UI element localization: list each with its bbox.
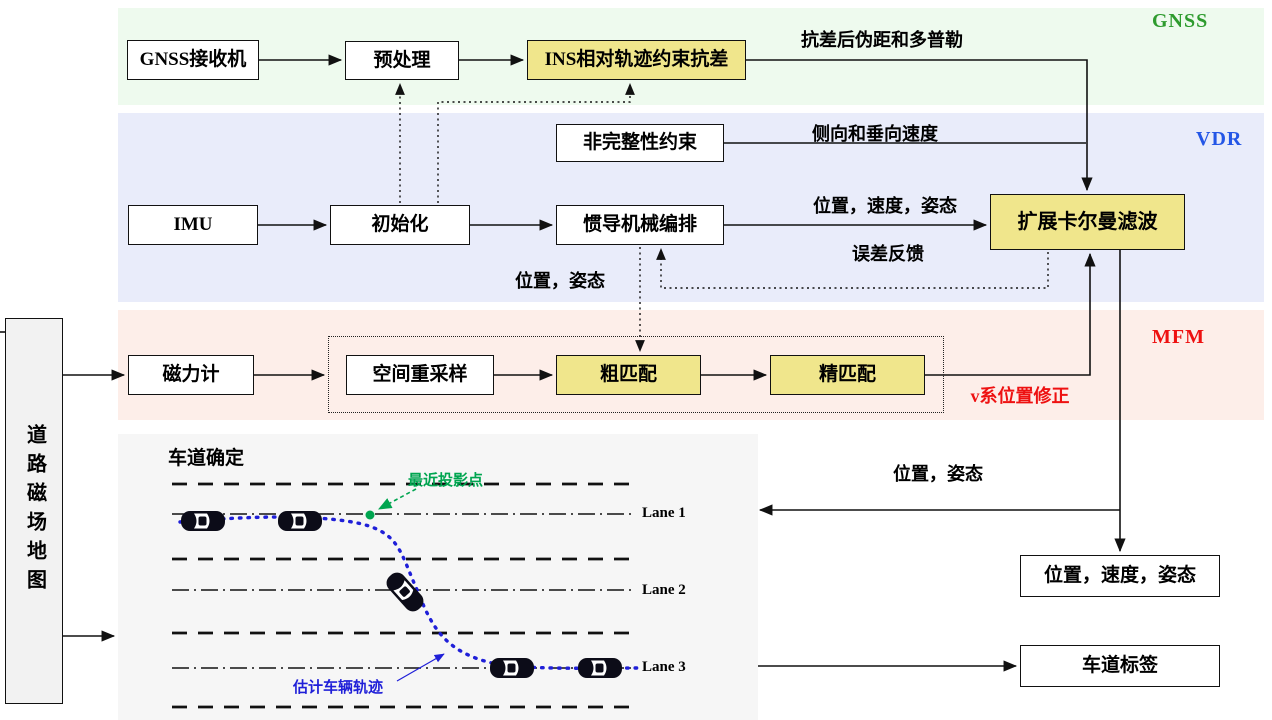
- label-pos-att-matching: 位置，姿态: [515, 271, 605, 291]
- ekf-box: 扩展卡尔曼滤波: [990, 194, 1185, 250]
- lane-determination-title: 车道确定: [168, 448, 245, 469]
- spatial-resampling-box: 空间重采样: [346, 355, 494, 395]
- initialization-box: 初始化: [330, 205, 470, 245]
- trajectory-label: 估计车辆轨迹: [293, 680, 384, 696]
- lane-3-label: Lane 3: [642, 659, 686, 675]
- dotted-ekf-error-feedback: [656, 248, 1049, 289]
- gnss-receiver-box: GNSS接收机: [127, 40, 259, 80]
- lane-1-label: Lane 1: [642, 505, 686, 521]
- nearest-projection-point: [365, 510, 375, 520]
- imu-box: IMU: [128, 205, 258, 245]
- label-v-pos-correction: v系位置修正: [970, 386, 1070, 406]
- matching-pipeline-container: [328, 336, 944, 413]
- label-error-feedback: 误差反馈: [852, 244, 924, 264]
- nonholonomic-constraint-box: 非完整性约束: [556, 124, 724, 162]
- arrow-insrobust-to-ekf: [746, 59, 1093, 192]
- label-pva-edge: 位置，速度，姿态: [813, 196, 957, 216]
- label-pos-att-lane: 位置，姿态: [893, 464, 983, 484]
- projection-pointer-arrow: [378, 488, 417, 510]
- gnss-section-label: GNSS: [1152, 10, 1209, 32]
- fine-matching-box: 精匹配: [770, 355, 925, 395]
- vehicle-icons: [181, 511, 622, 678]
- ins-robust-constraint-box: INS相对轨迹约束抗差: [527, 40, 746, 80]
- arrow-finematch-to-ekf: [925, 252, 1096, 376]
- magnetometer-box: 磁力计: [128, 355, 254, 395]
- lane-tag-box: 车道标签: [1020, 645, 1220, 687]
- dotted-init-to-insrobust: [437, 83, 635, 203]
- pva-output-box: 位置，速度，姿态: [1020, 555, 1220, 597]
- coarse-matching-box: 粗匹配: [556, 355, 701, 395]
- preprocessing-box: 预处理: [345, 41, 459, 80]
- nearest-projection-label: 最近投影点: [408, 473, 484, 489]
- mfm-section-label: MFM: [1152, 326, 1205, 348]
- trajectory-label-pointer: [396, 653, 445, 682]
- ins-mechanization-box: 惯导机械编排: [556, 205, 724, 245]
- label-lat-vert-velocity: 侧向和垂向速度: [812, 124, 938, 144]
- label-robust-pr-doppler: 抗差后伪距和多普勒: [801, 30, 963, 50]
- lane-illustration-panel: [118, 434, 758, 720]
- vdr-section-label: VDR: [1196, 128, 1243, 150]
- road-magnetic-map-box: 道路磁场地图: [5, 318, 63, 704]
- lane-2-label: Lane 2: [642, 582, 686, 598]
